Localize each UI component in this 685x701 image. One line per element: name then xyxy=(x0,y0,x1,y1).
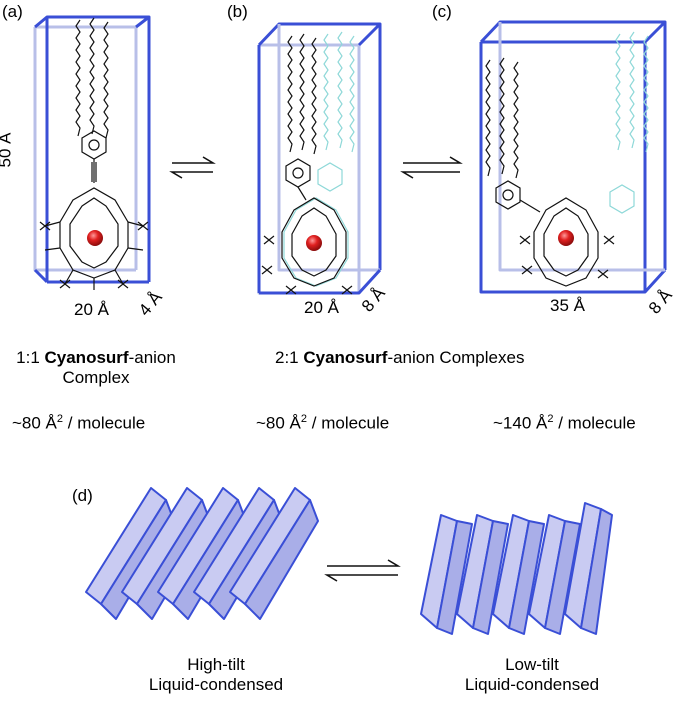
panel-b-area-label: ~80 Å2 / molecule xyxy=(256,409,389,434)
caption-bc-bold: Cyanosurf xyxy=(303,348,388,367)
caption-a-suffix: -anion xyxy=(128,348,176,367)
prism xyxy=(121,487,211,620)
prism xyxy=(492,514,545,635)
panel-c-box xyxy=(479,20,667,294)
caption-bc-suffix: -anion Complexes xyxy=(387,348,525,367)
low-tilt-caption: Low-tilt Liquid-condensed xyxy=(432,655,632,695)
equilibrium-arrow-bc xyxy=(400,156,463,179)
panel-bc-caption: 2:1 Cyanosurf-anion Complexes xyxy=(275,348,524,368)
area-c-sup: 2 xyxy=(547,413,554,425)
prism xyxy=(193,487,283,620)
area-b-sup: 2 xyxy=(300,413,308,425)
area-a-value: ~80 Å xyxy=(12,413,57,433)
panel-a-tag: (a) xyxy=(2,2,23,21)
area-b-value: ~80 Å xyxy=(256,413,301,433)
prism xyxy=(420,514,473,635)
prism xyxy=(564,502,613,635)
low-tilt-line1: Low-tilt xyxy=(505,655,559,674)
panel-a-box xyxy=(33,15,151,284)
area-c-unit: / molecule xyxy=(553,413,636,433)
panel-a-height-label: 50 Å xyxy=(0,133,15,168)
area-a-unit: / molecule xyxy=(63,413,146,433)
panel-d-tag: (d) xyxy=(72,486,93,505)
low-tilt-line2: Liquid-condensed xyxy=(464,675,600,694)
panel-c-anion-ball xyxy=(558,230,574,246)
equilibrium-arrow-d xyxy=(324,559,401,582)
panel-c-width-label: 35 Å xyxy=(550,296,585,315)
prism xyxy=(456,514,509,635)
panel-c-tag: (c) xyxy=(432,2,452,21)
caption-a-prefix: 1:1 xyxy=(16,348,45,367)
high-tilt-line1: High-tilt xyxy=(187,655,245,674)
high-tilt-line2: Liquid-condensed xyxy=(148,675,284,694)
caption-bc-prefix: 2:1 xyxy=(275,348,304,367)
prism xyxy=(229,487,319,620)
high-tilt-stack xyxy=(85,487,319,620)
panel-b-anion-ball xyxy=(306,235,322,251)
panel-a-molecule xyxy=(39,17,149,290)
panel-a-anion-ball xyxy=(87,230,103,246)
area-a-sup: 2 xyxy=(56,413,64,425)
high-tilt-caption: High-tilt Liquid-condensed xyxy=(116,655,316,695)
panel-b-width-label: 20 Å xyxy=(304,298,339,317)
caption-a-line2: Complex xyxy=(62,368,130,387)
panel-c-molecule xyxy=(485,57,615,287)
panel-a-width-label: 20 Å xyxy=(74,300,109,319)
panel-a-caption: 1:1 Cyanosurf-anion Complex xyxy=(4,348,188,388)
panel-b-tag: (b) xyxy=(227,2,248,21)
low-tilt-stack xyxy=(420,502,613,635)
equilibrium-arrow-ab xyxy=(169,156,216,179)
panel-b-molecule-faded xyxy=(283,31,355,287)
panel-b-molecule xyxy=(261,33,353,295)
area-c-value: ~140 Å xyxy=(493,413,548,433)
caption-a-bold: Cyanosurf xyxy=(44,348,129,367)
panel-c-molecule-faded xyxy=(609,31,649,214)
panel-a-area-label: ~80 Å2 / molecule xyxy=(12,409,145,434)
panel-b-box xyxy=(257,22,382,295)
area-b-unit: / molecule xyxy=(307,413,390,433)
prism xyxy=(157,487,247,620)
prism xyxy=(528,514,581,635)
panel-c-area-label: ~140 Å2 / molecule xyxy=(493,409,636,434)
